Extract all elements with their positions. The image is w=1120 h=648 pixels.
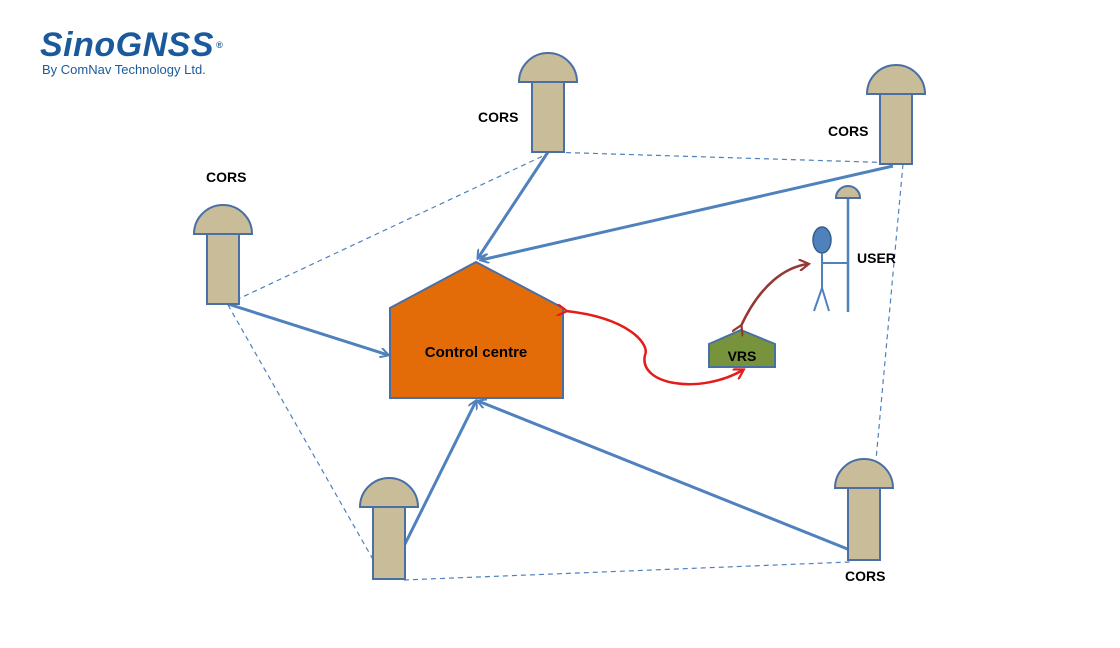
dashed-line-top-center-to-top-right [547,151,901,164]
rover-antenna-icon [834,185,862,199]
cors-station-bottom-center [358,477,420,580]
dashed-line-top-right-to-bottom-right [875,163,904,461]
station-pillar [372,506,406,580]
link-top-center-to-control [478,151,550,258]
user-label: USER [857,250,896,266]
user-right-leg [821,287,830,312]
dashed-line-left-to-bottom-center [227,304,384,578]
cors-station-left [192,204,254,305]
antenna-dome-icon [517,52,579,83]
station-pillar [879,93,913,165]
cors-label-top-right: CORS [828,123,868,139]
vrs-label: VRS [728,348,757,364]
cors-station-top-right [865,64,927,165]
dashed-line-bottom-center-to-bottom-right [403,561,851,581]
antenna-dome-icon [192,204,254,235]
station-pillar [531,81,565,153]
cors-label-top-center: CORS [478,109,518,125]
logo-brand: SinoGNSS® [40,28,223,62]
antenna-dome-icon [833,458,895,489]
logo-brand-text: SinoGNSS [40,26,215,64]
antenna-dome-icon [358,477,420,508]
station-pillar [206,233,240,305]
control-vrs-link-arrow [566,311,743,386]
link-left-to-control [227,302,388,355]
user-head-icon [812,226,832,254]
cors-station-top-center [517,52,579,153]
dashed-network-lines [227,151,904,581]
cors-station-bottom-right [833,458,895,561]
cors-label-left: CORS [206,169,246,185]
solid-network-links [227,151,894,552]
antenna-dome-icon [865,64,927,95]
link-bottom-center-to-control [402,401,476,547]
dashed-line-left-to-top-center [235,154,546,301]
user-with-rover [812,185,862,312]
user-left-leg [813,287,823,312]
link-top-right-to-control [481,164,894,260]
vrs-user-link-arrow [741,264,808,326]
cors-label-bottom-right: CORS [845,568,885,584]
logo-tagline: By ComNav Technology Ltd. [42,62,206,77]
control-centre-building [389,260,564,399]
station-pillar [847,487,881,561]
registered-mark: ® [216,40,224,50]
control-centre-label: Control centre [425,344,528,361]
link-bottom-right-to-control [478,401,851,552]
sinognss-logo: SinoGNSS® By ComNav Technology Ltd. [40,28,223,78]
